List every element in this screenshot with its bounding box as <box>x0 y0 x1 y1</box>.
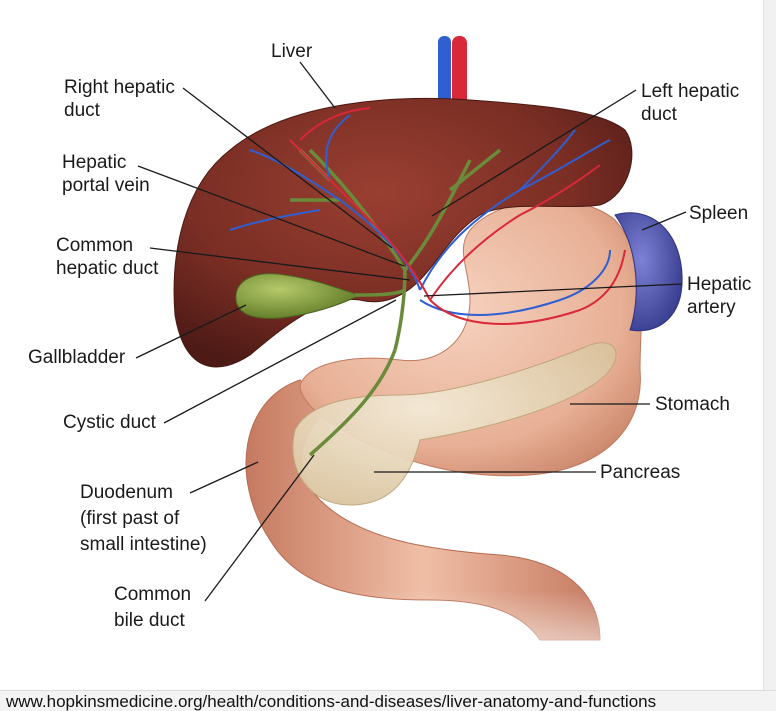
label-gallbladder: Gallbladder <box>28 347 126 368</box>
leader-duodenum <box>189 461 259 494</box>
label-stomach: Stomach <box>655 394 730 415</box>
pancreas-shape <box>292 342 617 506</box>
label-left-hepatic-duct: Left hepatic duct <box>641 81 745 125</box>
label-right-hepatic-duct: Right hepatic duct <box>64 77 180 121</box>
source-url[interactable]: www.hopkinsmedicine.org/health/condition… <box>6 692 657 711</box>
label-pancreas: Pancreas <box>600 462 680 483</box>
spleen-shape <box>614 212 683 332</box>
label-hepatic-artery: Hepatic artery <box>687 274 757 318</box>
leader-common-hepatic-duct <box>149 247 411 281</box>
leader-hepatic-portal-vein <box>137 165 405 267</box>
label-liver: Liver <box>271 41 313 62</box>
leader-spleen <box>641 211 687 231</box>
label-hepatic-portal-vein: Hepatic portal vein <box>62 152 150 196</box>
leader-lines <box>135 61 687 602</box>
label-duodenum: Duodenum (first past of small intestine) <box>80 482 207 555</box>
label-cystic-duct: Cystic duct <box>63 412 157 433</box>
vena-cava-aorta <box>438 36 467 108</box>
arteries <box>289 107 626 325</box>
leader-hepatic-artery <box>423 283 683 297</box>
leader-liver <box>299 61 336 109</box>
leader-common-bile-duct <box>204 454 315 602</box>
leader-gallbladder <box>135 304 247 359</box>
leader-right-hepatic-duct <box>182 87 393 249</box>
label-common-hepatic-duct: Common hepatic duct <box>56 235 159 279</box>
source-caption: www.hopkinsmedicine.org/health/condition… <box>0 690 776 711</box>
scrollbar-edge <box>763 0 776 690</box>
leader-cystic-duct <box>163 299 397 424</box>
leader-left-hepatic-duct <box>431 89 637 217</box>
labels: Liver Right hepatic duct Hepatic portal … <box>28 41 757 631</box>
label-spleen: Spleen <box>689 203 748 224</box>
anatomy-diagram: Liver Right hepatic duct Hepatic portal … <box>0 36 776 690</box>
label-common-bile-duct: Common bile duct <box>114 584 196 631</box>
